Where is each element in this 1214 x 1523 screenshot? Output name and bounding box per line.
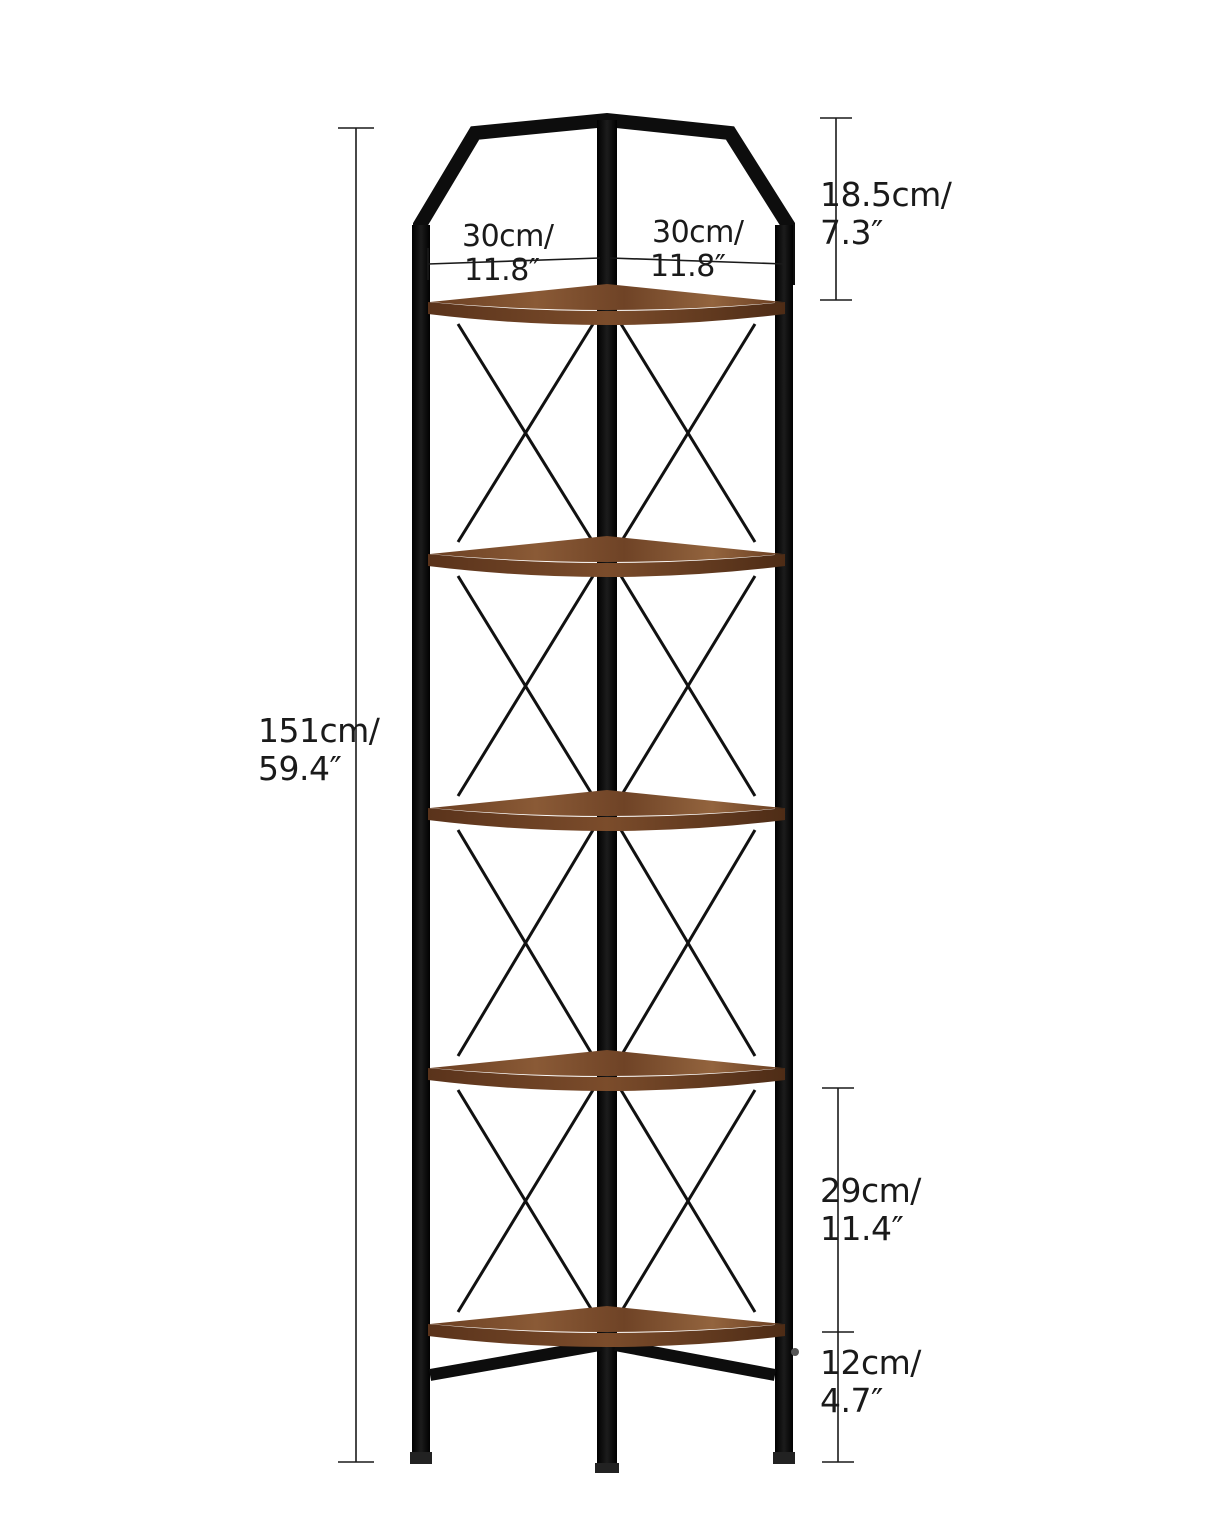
shelf-edge-2 bbox=[428, 554, 785, 577]
shelf-top-5 bbox=[430, 1306, 783, 1332]
shelf-edge-4 bbox=[428, 1068, 785, 1091]
top-section-height-metric: 18.5cm/ bbox=[820, 175, 952, 214]
shelf-depth-right-imperial: 11.8″ bbox=[650, 249, 726, 284]
shelf-spacing-label: 29cm/ 11.4″ bbox=[820, 1172, 921, 1248]
shelf-depth-right-line bbox=[609, 257, 786, 265]
top-section-height-imperial: 7.3″ bbox=[820, 213, 883, 252]
brace-wire-3-1-1 bbox=[619, 1089, 757, 1313]
bottom-support bbox=[428, 1339, 799, 1381]
total-height-imperial: 59.4″ bbox=[258, 749, 342, 788]
brace-wire-2-1-1 bbox=[619, 829, 757, 1057]
shelf-top-2 bbox=[430, 536, 783, 562]
shelves bbox=[428, 284, 785, 1347]
shelf-2 bbox=[428, 536, 785, 577]
left-post bbox=[412, 225, 430, 1453]
total-height-label: 151cm/ 59.4″ bbox=[258, 711, 380, 788]
shelf-4 bbox=[428, 1050, 785, 1091]
right-foot bbox=[773, 1452, 795, 1464]
left-foot bbox=[410, 1452, 432, 1464]
brace-wire-0-0-1 bbox=[456, 323, 595, 543]
top-section-height-label: 18.5cm/ 7.3″ bbox=[820, 175, 952, 252]
brace-wire-3-0-1 bbox=[456, 1089, 595, 1313]
total-height-metric: 151cm/ bbox=[258, 711, 380, 750]
shelf-5 bbox=[428, 1306, 785, 1347]
bottom-clearance-imperial: 4.7″ bbox=[820, 1381, 883, 1420]
bottom-clearance-metric: 12cm/ bbox=[820, 1343, 921, 1382]
cross-braces bbox=[456, 323, 757, 1313]
brace-wire-1-1-1 bbox=[619, 575, 757, 797]
shelf-edge-5 bbox=[428, 1324, 785, 1347]
shelf-top-1 bbox=[430, 284, 783, 310]
shelf-depth-left-line bbox=[427, 257, 601, 265]
shelf-edge-3 bbox=[428, 808, 785, 831]
shelf-depth-left-metric: 30cm/ bbox=[462, 219, 554, 254]
brace-wire-0-1-1 bbox=[619, 323, 757, 543]
shelf-edge-1 bbox=[428, 302, 785, 325]
shelf-depth-right-label: 30cm/ 11.8″ bbox=[650, 215, 744, 284]
shelf-depth-left-label: 30cm/ 11.8″ bbox=[462, 220, 554, 288]
brace-wire-1-0-1 bbox=[456, 575, 595, 797]
shelf-top-3 bbox=[430, 790, 783, 816]
shelf-spacing-metric: 29cm/ bbox=[820, 1171, 921, 1210]
shelf-3 bbox=[428, 790, 785, 831]
shelf-depth-left-imperial: 11.8″ bbox=[464, 253, 540, 288]
right-post bbox=[775, 225, 793, 1453]
shelf-spacing-imperial: 11.4″ bbox=[820, 1209, 904, 1248]
shelf-top-4 bbox=[430, 1050, 783, 1076]
shelf-depth-right-metric: 30cm/ bbox=[652, 215, 744, 250]
brace-wire-2-0-1 bbox=[456, 829, 595, 1057]
bottom-clearance-label: 12cm/ 4.7″ bbox=[820, 1344, 921, 1420]
dimension-lines bbox=[338, 117, 854, 1463]
adjustment-screw bbox=[791, 1348, 799, 1356]
shelf-1 bbox=[428, 284, 785, 325]
center-foot bbox=[595, 1463, 619, 1473]
